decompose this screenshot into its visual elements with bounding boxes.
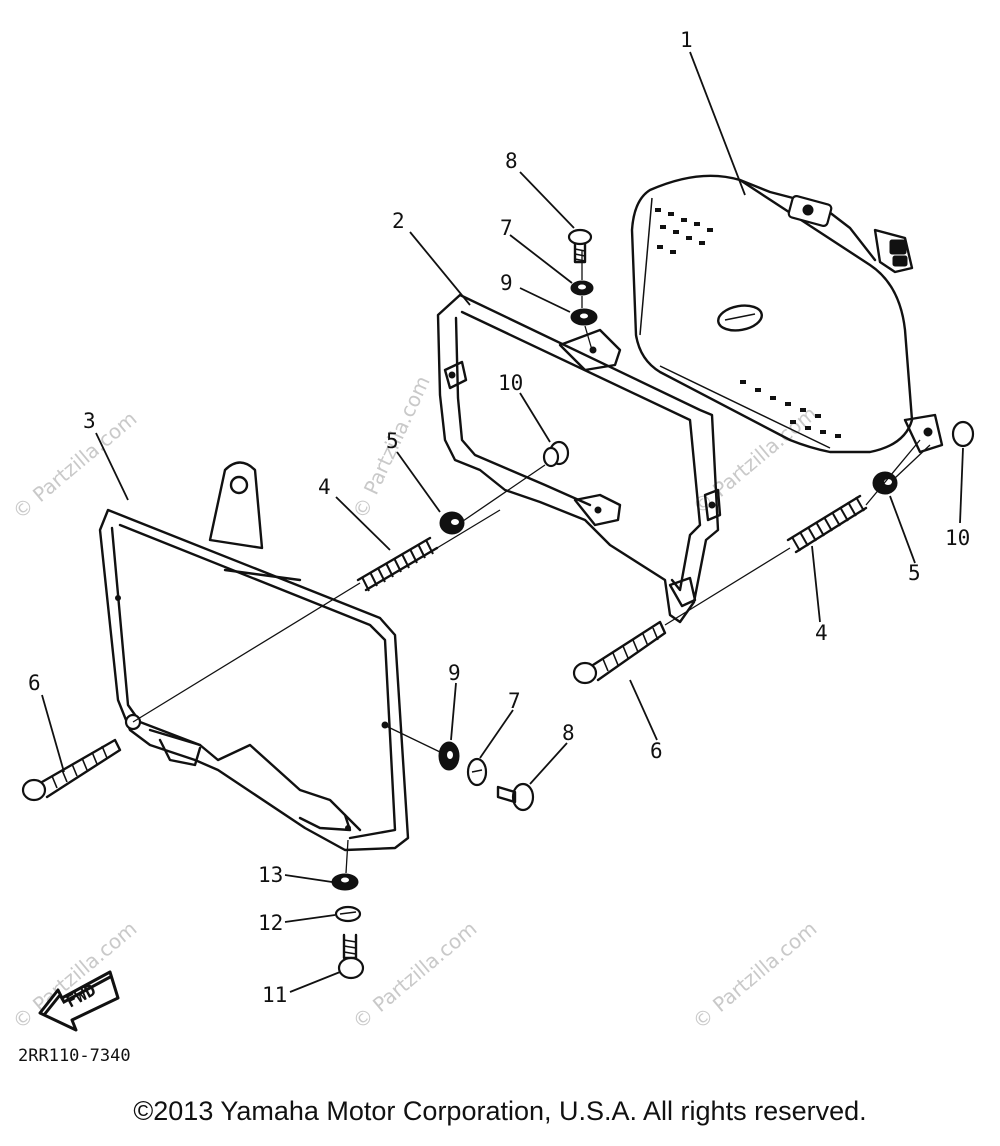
- headlight-front-frame: [98, 461, 410, 852]
- callout-10: 10: [945, 526, 970, 550]
- callout-5: 5: [386, 429, 399, 453]
- callout-9: 9: [448, 661, 461, 685]
- callout-7: 7: [500, 216, 513, 240]
- callout-4: 4: [815, 621, 828, 645]
- leader-lines: [41, 51, 964, 993]
- callout-10: 10: [498, 371, 523, 395]
- assembly-guide-lines: [132, 250, 931, 874]
- callout-12: 12: [258, 911, 283, 935]
- watermark: © Partzilla.com: [348, 916, 482, 1034]
- callout-6: 6: [28, 671, 41, 695]
- adjust-nut-left: [439, 511, 465, 535]
- adjust-spring-right: [786, 494, 868, 554]
- copyright-notice: ©2013 Yamaha Motor Corporation, U.S.A. A…: [133, 1096, 867, 1126]
- callout-3: 3: [83, 409, 96, 433]
- callout-4: 4: [318, 475, 331, 499]
- collar-left: [542, 440, 570, 468]
- top-screw: [567, 228, 593, 264]
- adjust-screw-left: [21, 738, 122, 802]
- callout-7: 7: [508, 689, 521, 713]
- side-washer: [438, 741, 460, 771]
- side-lock-washer: [466, 757, 488, 787]
- watermarks: © Partzilla.com © Partzilla.com © Partzi…: [8, 372, 822, 1034]
- bottom-washer: [331, 873, 359, 891]
- callout-8: 8: [505, 149, 518, 173]
- callout-2: 2: [392, 209, 405, 233]
- top-lock-washer: [570, 280, 594, 296]
- callout-8: 8: [562, 721, 575, 745]
- bottom-lock-washer: [334, 905, 362, 923]
- collar-right: [951, 420, 975, 448]
- watermark: © Partzilla.com: [688, 916, 822, 1034]
- callout-6: 6: [650, 739, 663, 763]
- callout-1: 1: [680, 28, 693, 52]
- adjust-spring-left: [356, 536, 439, 592]
- headlight-unit: [630, 174, 944, 454]
- bottom-screw: [337, 933, 365, 980]
- diagram-part-code: 2RR110-7340: [18, 1046, 131, 1066]
- callout-13: 13: [258, 863, 283, 887]
- watermark: © Partzilla.com: [688, 401, 822, 519]
- side-screw: [496, 782, 535, 812]
- callout-5: 5: [908, 561, 921, 585]
- forward-arrow-icon: FWD: [38, 970, 120, 1032]
- adjust-screw-right: [572, 620, 667, 685]
- top-washer: [570, 308, 598, 326]
- callouts: 1 2 3 4 4 5 5 6 6 7 7 8 8 9 9 10 10 11 1…: [28, 28, 970, 1007]
- callout-11: 11: [262, 983, 287, 1007]
- headlight-rear-bracket: [436, 293, 722, 624]
- callout-9: 9: [500, 271, 513, 295]
- watermark: © Partzilla.com: [8, 406, 142, 524]
